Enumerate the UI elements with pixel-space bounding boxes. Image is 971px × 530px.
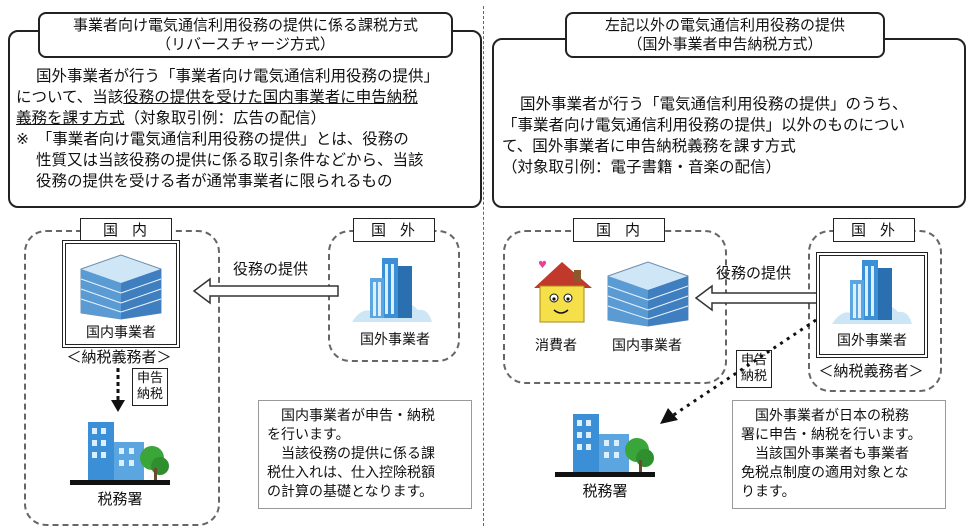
left-desc-line2b: 役務の提供を受けた国内事業者に申告納税	[123, 88, 418, 106]
right-comment-box: 国外事業者が日本の税務 署に申告・納税を行います。 当該国外事業者も事業者 免税…	[732, 400, 946, 509]
left-description: 国外事業者が行う「事業者向け電気通信利用役務の提供」 について、当該役務の提供を…	[16, 66, 476, 192]
left-filing-label: 申告 納税	[132, 368, 169, 406]
left-title-line1: 事業者向け電気通信利用役務の提供に係る課税方式	[72, 16, 418, 34]
left-domestic-business-frame: 国内事業者	[62, 240, 180, 348]
left-comment-box: 国内事業者が申告・納税 を行います。 当該役務の提供に係る課 税仕入れは、仕入控…	[258, 400, 472, 509]
right-desc-line4: （対象取引例：電子書籍・音楽の配信）	[502, 158, 782, 176]
right-comment-line1: 国外事業者が日本の税務	[755, 408, 909, 424]
left-title-line2: （リバースチャージ方式）	[156, 35, 335, 53]
left-filing-line1: 申告	[137, 371, 164, 386]
left-desc-line3a: 義務を課す方式	[16, 109, 125, 127]
svg-text:♥: ♥	[538, 260, 547, 271]
left-description-box	[8, 30, 482, 208]
left-desc-line2: について、当該役務の提供を受けた国内事業者に申告納税	[16, 87, 476, 108]
right-title: 左記以外の電気通信利用役務の提供 （国外事業者申告納税方式）	[565, 12, 885, 58]
right-desc-line2: 「事業者向け電気通信利用役務の提供」以外のものについ	[502, 116, 906, 134]
right-service-arrow	[694, 284, 821, 312]
left-comment-line3: 当該役務の提供に係る課	[281, 446, 435, 462]
left-comment-line4: 税仕入れは、仕入控除税額	[267, 465, 435, 481]
right-description: 国外事業者が行う「電気通信利用役務の提供」のうち、 「事業者向け電気通信利用役務…	[502, 94, 962, 178]
left-filing-arrow	[111, 368, 125, 412]
right-tax-office-label: 税務署	[582, 482, 628, 500]
right-foreign-building-icon	[832, 260, 912, 324]
right-domestic-label: 国内	[573, 218, 665, 242]
left-service-arrow	[192, 277, 339, 305]
house-icon: ♥	[534, 260, 592, 323]
left-comment-line5: の計算の基礎となります。	[267, 484, 434, 500]
tax-office-building-icon	[555, 414, 655, 477]
right-comment-line5: ります。	[741, 484, 796, 500]
right-filing-line2: 納税	[741, 369, 768, 384]
left-domestic-label: 国内	[80, 218, 172, 242]
left-desc-line1: 国外事業者が行う「事業者向け電気通信利用役務の提供」	[36, 67, 440, 85]
left-desc-line3: 義務を課す方式（対象取引例：広告の配信）	[16, 108, 476, 129]
right-desc-line1: 国外事業者が行う「電気通信利用役務の提供」のうち、	[520, 95, 908, 113]
right-comment-line4: 免税点制度の適用対象とな	[741, 465, 909, 481]
left-desc-line3b: （対象取引例：広告の配信）	[124, 109, 327, 127]
left-obligor-label: ＜納税義務者＞	[66, 348, 172, 366]
office-building-icon	[607, 261, 689, 327]
center-divider	[483, 6, 484, 526]
left-tax-office-label: 税務署	[97, 490, 143, 508]
right-foreign-business-label: 国外事業者	[837, 333, 907, 349]
right-obligor-label: ＜納税義務者＞	[818, 362, 924, 380]
left-note-line2: 性質又は当該役務の提供に係る取引条件などから、当該	[36, 151, 424, 169]
left-filing-line2: 納税	[137, 387, 164, 402]
left-arrow-label: 役務の提供	[233, 260, 309, 278]
right-comment-line2: 署に申告・納税を行います。	[741, 427, 922, 443]
left-domestic-business-label: 国内事業者	[86, 325, 156, 341]
right-arrow-label: 役務の提供	[716, 264, 792, 282]
right-foreign-label: 国外	[833, 218, 915, 242]
tax-office-building-icon	[70, 422, 170, 485]
right-title-line1: 左記以外の電気通信利用役務の提供	[604, 16, 845, 34]
left-foreign-label: 国外	[353, 218, 435, 242]
left-desc-line2a: について、当該	[16, 88, 124, 106]
left-comment-line1: 国内事業者が申告・納税	[281, 408, 435, 424]
right-comment-line3: 当該国外事業者も事業者	[755, 446, 909, 462]
office-building-icon	[80, 254, 162, 320]
right-filing-arrow	[660, 318, 817, 424]
left-foreign-business-label: 国外事業者	[360, 332, 430, 348]
left-note-line3: 役務の提供を受ける者が通常事業者に限られるもの	[36, 172, 393, 190]
right-foreign-business-frame: 国外事業者	[816, 252, 928, 358]
left-note-line1: ※ 「事業者向け電気通信利用役務の提供」とは、役務の	[16, 130, 409, 148]
left-foreign-building-icon	[352, 258, 432, 322]
right-domestic-business-label: 国内事業者	[612, 338, 682, 354]
right-title-line2: （国外事業者申告納税方式）	[627, 35, 823, 53]
right-desc-line3: て、国外事業者に申告納税義務を課す方式	[502, 137, 796, 155]
left-comment-line2: を行います。	[267, 427, 350, 443]
left-title: 事業者向け電気通信利用役務の提供に係る課税方式 （リバースチャージ方式）	[38, 12, 453, 58]
right-consumer-label: 消費者	[535, 338, 577, 354]
